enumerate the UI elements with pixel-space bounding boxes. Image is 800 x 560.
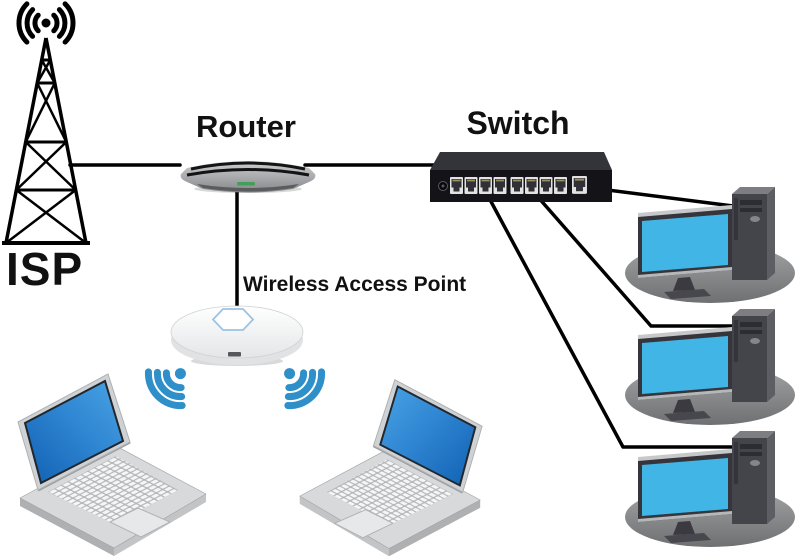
isp-tower [2,1,90,245]
isp-label: ISP [6,243,84,295]
switch-label: Switch [466,105,570,141]
router-device [180,161,316,193]
cable-switch-desktop-3 [486,194,737,449]
switch-ports [450,176,587,194]
laptop-2 [298,378,484,558]
radio-antenna-icon [16,1,76,45]
cable-switch-desktop-2 [535,194,737,328]
laptop-1 [16,372,208,558]
wireless-access-point-label: Wireless Access Point [243,273,467,296]
router-label: Router [196,109,296,144]
wap-hexagon [211,308,255,331]
wireless-access-point-device [170,305,304,366]
tower-truss [2,37,90,245]
switch-device [430,152,612,202]
